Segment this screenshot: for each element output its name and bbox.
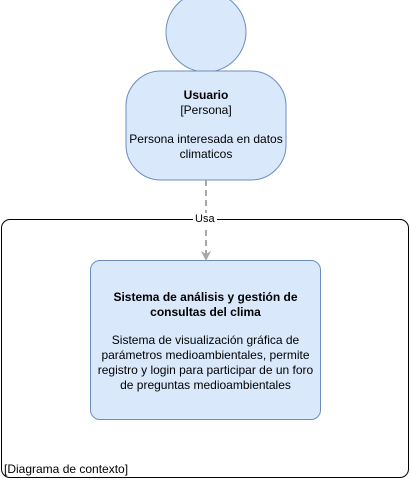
person-head-icon xyxy=(165,0,247,73)
system-text: Sistema de análisis y gestión de consult… xyxy=(92,290,319,393)
person-description: Persona interesada en datos climaticos xyxy=(129,132,283,161)
person-shape[interactable] xyxy=(125,0,287,181)
boundary-label: [Diagrama de contexto] xyxy=(4,462,129,476)
system-description: Sistema de visualización gráfica de pará… xyxy=(97,333,314,392)
system-box[interactable] xyxy=(90,260,321,420)
system-name: Sistema de análisis y gestión de consult… xyxy=(113,290,298,319)
uses-label: Usa xyxy=(193,213,217,226)
person-name: Usuario xyxy=(183,88,229,102)
person-type: [Persona] xyxy=(180,103,232,117)
person-text: Usuario [Persona] Persona interesada en … xyxy=(126,88,286,162)
